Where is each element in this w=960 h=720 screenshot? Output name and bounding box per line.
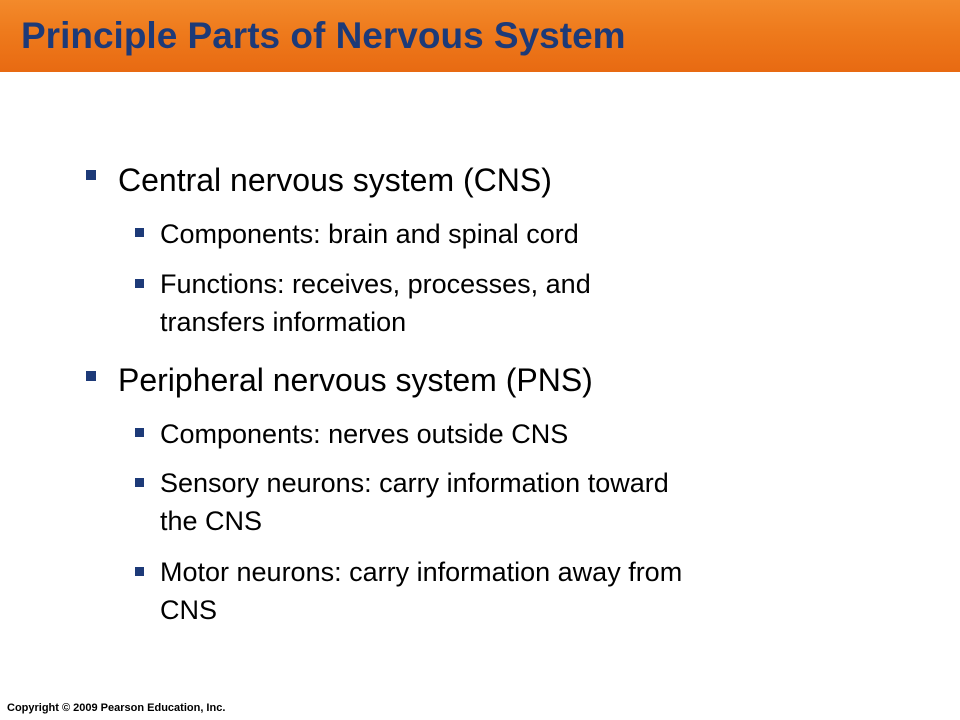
sub-bullet-sensory-line1: Sensory neurons: carry information towar… bbox=[160, 468, 669, 498]
bullet-square-icon bbox=[135, 228, 144, 237]
bullet-square-icon bbox=[86, 170, 96, 180]
bullet-cns: Central nervous system (CNS) bbox=[118, 162, 552, 198]
bullet-square-icon bbox=[135, 567, 144, 576]
bullet-square-icon bbox=[135, 478, 144, 487]
bullet-square-icon bbox=[135, 279, 144, 288]
bullet-square-icon bbox=[86, 371, 96, 381]
sub-bullet-motor-line1: Motor neurons: carry information away fr… bbox=[160, 557, 683, 587]
bullet-square-icon bbox=[135, 428, 144, 437]
sub-bullet-pns-components: Components: nerves outside CNS bbox=[160, 419, 569, 449]
copyright-footer: Copyright © 2009 Pearson Education, Inc. bbox=[7, 702, 226, 714]
title-bar: Principle Parts of Nervous System bbox=[0, 0, 960, 72]
bullet-pns: Peripheral nervous system (PNS) bbox=[118, 362, 593, 398]
sub-bullet-sensory-line2: the CNS bbox=[160, 506, 263, 536]
sub-bullet-cns-functions-line2: transfers information bbox=[160, 307, 407, 337]
sub-bullet-cns-components: Components: brain and spinal cord bbox=[160, 219, 579, 249]
sub-bullet-cns-functions-line1: Functions: receives, processes, and bbox=[160, 269, 591, 299]
slide-title: Principle Parts of Nervous System bbox=[21, 15, 626, 56]
sub-bullet-motor-line2: CNS bbox=[160, 595, 218, 625]
slide-content: Central nervous system (CNS) Components:… bbox=[86, 162, 683, 625]
